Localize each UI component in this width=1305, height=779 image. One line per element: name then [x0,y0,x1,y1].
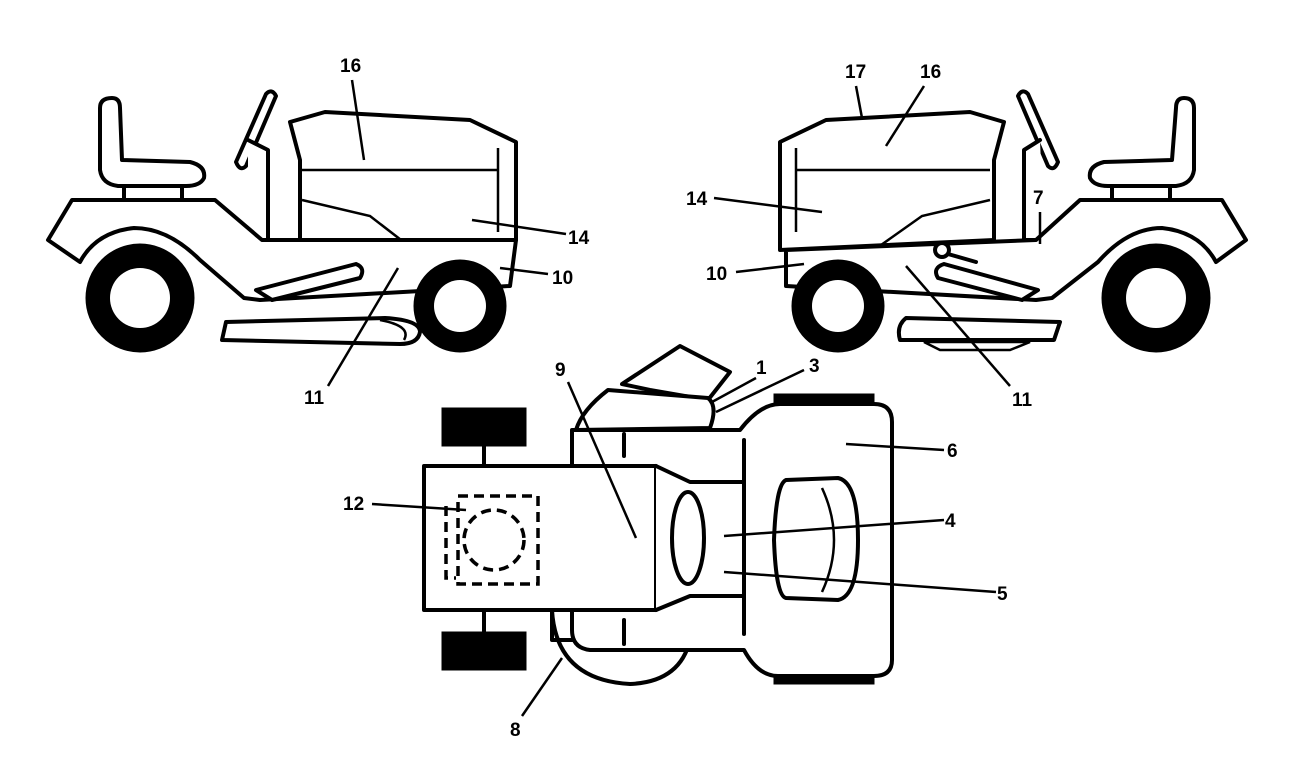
right-mower-deck [896,316,1062,342]
right-steering-wheel [1016,89,1060,171]
callout-4-top: 4 [945,511,956,532]
top-steering-wheel [670,490,706,586]
right-footrest [934,262,1040,302]
left-leaders [326,79,567,387]
left-steering-wheel [234,89,278,171]
right-hood [778,110,1006,252]
callout-8-top: 8 [510,720,521,741]
left-seat-base [122,184,184,202]
callout-5-top: 5 [997,584,1008,605]
right-side-view [778,89,1248,353]
callout-3-top: 3 [809,356,820,377]
callout-10-right: 10 [706,264,727,285]
callout-6-top: 6 [947,441,958,462]
left-seat-back [98,96,207,188]
top-discharge-chute [620,344,732,402]
left-steering-column [246,138,270,242]
callout-14-right: 14 [686,189,708,210]
callout-12-top: 12 [343,494,364,515]
top-view [422,344,894,686]
right-seat-base [1110,184,1172,202]
top-engine-outline [456,494,540,586]
callout-1-top: 1 [756,358,767,379]
left-mower-deck [220,316,422,346]
callout-9-top: 9 [555,360,566,381]
callout-10-left: 10 [552,268,573,289]
callout-7-right: 7 [1033,188,1044,209]
callout-11-right: 11 [1012,390,1033,411]
right-lever-knob [933,241,951,259]
callout-16-left: 16 [340,56,361,77]
top-front-wheel-lower [441,631,527,671]
callout-17-right: 17 [845,62,866,83]
callout-14-left: 14 [568,228,590,249]
left-hood [288,110,518,242]
top-leaders [371,381,997,717]
right-seat-back [1087,96,1196,188]
callout-11-left: 11 [304,388,325,409]
right-leaders [713,85,1042,387]
top-seat [772,476,860,602]
left-side-view [46,89,518,353]
callout-labels: 16 14 10 11 17 16 14 7 10 11 9 1 3 6 4 5… [304,56,1044,741]
left-footrest [254,262,365,302]
top-front-wheel-upper [441,407,527,447]
callout-16-right: 16 [920,62,941,83]
